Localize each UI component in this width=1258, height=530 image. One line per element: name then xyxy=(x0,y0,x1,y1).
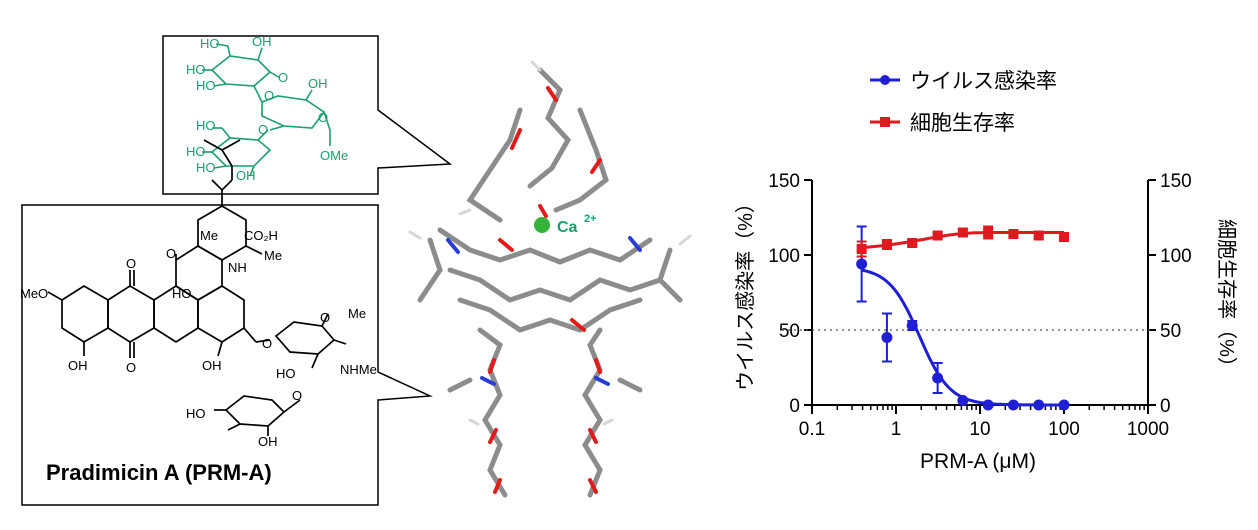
atom-label: NH xyxy=(228,260,247,275)
structure-panel: HO OH HO HO O OH O O O HO HO HO OH OMe xyxy=(20,34,453,506)
x-ticks: 0.1 1 10 100 1000 xyxy=(799,405,1169,440)
data-point-infection xyxy=(982,399,994,411)
atom-label: HO xyxy=(276,366,296,381)
y-tick-label-right: 50 xyxy=(1160,321,1181,342)
data-point-infection xyxy=(957,395,969,406)
saccharide-callout xyxy=(162,35,453,195)
atom-label: O xyxy=(292,388,302,403)
atom-label: O xyxy=(126,256,136,271)
chart-legend: ウイルス感染率 細胞生存率 xyxy=(870,70,1057,135)
atom-label: OH xyxy=(258,434,278,449)
atom-label: HO xyxy=(196,78,216,93)
atom-label: HO xyxy=(186,406,206,421)
atom-label: MeO xyxy=(20,286,48,301)
atom-label: O xyxy=(126,360,136,375)
atom-label: OH xyxy=(236,168,256,183)
x-tick-label: 1000 xyxy=(1127,419,1169,440)
data-point-viability xyxy=(957,227,968,238)
legend-swatch-marker xyxy=(880,75,890,85)
y-tick-label-left: 50 xyxy=(779,321,800,342)
saccharide-structure xyxy=(202,43,331,177)
atom-label: Me xyxy=(348,306,366,321)
atom-label: HO xyxy=(196,160,216,175)
data-point-infection xyxy=(932,372,944,384)
atom-label: OH xyxy=(68,358,88,373)
atom-label: HO xyxy=(172,286,192,301)
y-axis-title-left: ウイルス感染率（%） xyxy=(734,193,757,391)
compound-name: Pradimicin A (PRM-A) xyxy=(46,460,272,485)
legend-swatch-marker xyxy=(880,117,890,127)
legend-item-viability: 細胞生存率 xyxy=(870,112,1015,135)
atom-label: O xyxy=(320,310,330,325)
atom-label: Me xyxy=(200,228,218,243)
atom-label: OH xyxy=(308,76,328,91)
data-point-viability xyxy=(881,239,892,250)
atom-label: NHMe xyxy=(340,362,377,377)
ion-label: Ca xyxy=(557,219,578,236)
data-point-viability xyxy=(907,238,918,248)
atom-label: OH xyxy=(202,358,222,373)
y-tick-label-left: 0 xyxy=(789,396,800,417)
data-point-infection xyxy=(906,320,918,331)
data-point-infection xyxy=(1033,399,1045,411)
prma-labels: Me CO₂H NH O HO Me MeO O O OH OH O O Me … xyxy=(20,228,377,449)
data-point-infection xyxy=(1058,399,1070,411)
series-layer xyxy=(856,225,1070,411)
data-point-viability xyxy=(856,244,867,254)
x-tick-label: 10 xyxy=(969,419,990,440)
x-tick-label: 0.1 xyxy=(799,419,825,440)
atom-label: Me xyxy=(264,248,282,263)
saccharide-labels: HO OH HO HO O OH O O O HO HO HO OH OMe xyxy=(186,34,348,183)
y-axis-title-right: 細胞生存率（%） xyxy=(1215,219,1238,377)
data-point-viability xyxy=(1008,229,1019,239)
y-ticks-left: 0 50 100 150 xyxy=(768,171,812,417)
prma-structure xyxy=(47,139,347,436)
data-point-viability xyxy=(1033,230,1044,241)
data-point-infection xyxy=(856,258,868,270)
dose-response-chart: ウイルス感染率 細胞生存率 0 50 100 150 0 50 100 150 0.1 1 10… xyxy=(734,70,1238,473)
atom-label: HO xyxy=(186,62,206,77)
atom-label: OMe xyxy=(320,148,348,163)
x-axis-title: PRM-A (μM) xyxy=(920,450,1036,473)
legend-item-infection: ウイルス感染率 xyxy=(870,70,1057,93)
atom-label: OH xyxy=(252,34,272,49)
y-tick-label-right: 100 xyxy=(1160,246,1192,267)
atom-label: O xyxy=(262,336,272,351)
y-tick-label-left: 150 xyxy=(768,171,800,192)
atom-label: O xyxy=(258,122,268,137)
atom-label: HO xyxy=(196,118,216,133)
atom-label: HO xyxy=(200,36,220,51)
x-tick-label: 1 xyxy=(891,419,902,440)
molecular-model: Ca 2+ xyxy=(408,60,692,498)
calcium-ion-sphere xyxy=(534,217,550,233)
data-point-viability xyxy=(1059,232,1069,242)
atom-label: O xyxy=(166,246,176,261)
y-tick-label-right: 0 xyxy=(1160,396,1171,417)
data-point-viability xyxy=(983,227,994,238)
legend-label: 細胞生存率 xyxy=(910,112,1015,135)
atom-label: HO xyxy=(186,144,206,159)
y-tick-label-right: 150 xyxy=(1160,171,1192,192)
data-point-infection xyxy=(1007,399,1019,411)
atom-label: O xyxy=(264,88,274,103)
ion-charge: 2+ xyxy=(584,213,597,225)
prma-callout xyxy=(21,204,433,506)
atom-label: O xyxy=(318,110,328,125)
x-tick-label: 100 xyxy=(1048,419,1080,440)
data-point-viability xyxy=(932,230,943,241)
data-point-infection xyxy=(881,332,893,343)
atom-label: O xyxy=(278,70,288,85)
atom-label: CO₂H xyxy=(244,228,278,243)
y-tick-label-left: 100 xyxy=(768,246,800,267)
legend-label: ウイルス感染率 xyxy=(910,70,1057,93)
y-ticks-right: 0 50 100 150 xyxy=(1148,171,1192,417)
